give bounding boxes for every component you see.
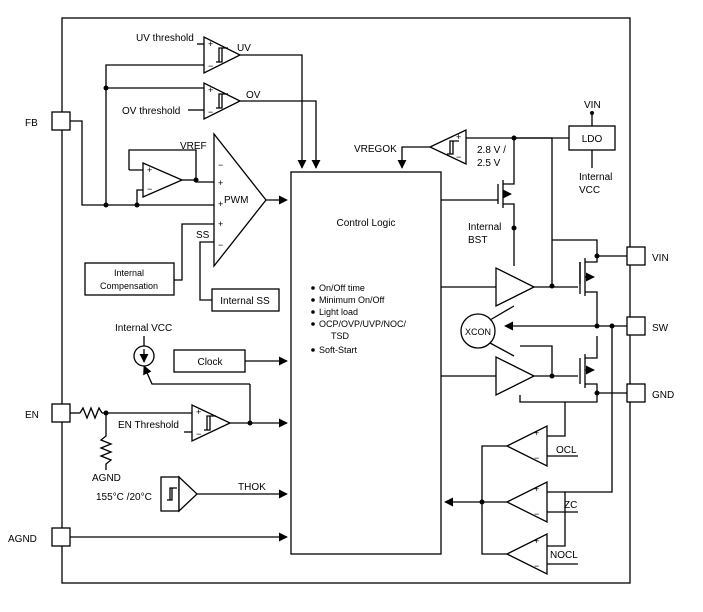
vin-top-label: VIN	[584, 100, 601, 111]
vregok-comparator: + −	[428, 128, 467, 166]
thok-label: THOK	[238, 482, 266, 493]
feature-item: Soft-Start	[319, 345, 358, 355]
svg-text:−: −	[208, 61, 213, 71]
en-comparator: + −	[191, 403, 232, 443]
xcon-block	[460, 313, 496, 349]
svg-text:−: −	[218, 240, 223, 250]
chip-outline	[61, 17, 631, 584]
vref-label: VREF	[180, 141, 207, 152]
internal-bst-label-2: BST	[468, 235, 487, 246]
internal-compensation-block	[84, 262, 175, 296]
internal-ss-block	[211, 288, 280, 312]
thermal-comparator	[160, 475, 198, 513]
nocl-comparator: + −	[505, 532, 548, 576]
en-pulldown-resistor	[99, 413, 113, 470]
pin-en: EN	[25, 403, 71, 423]
clock-label: Clock	[197, 357, 223, 368]
svg-text:+: +	[218, 178, 223, 188]
internal-ss-label: Internal SS	[220, 296, 270, 307]
ov-threshold-label: OV threshold	[122, 106, 180, 117]
svg-text:−: −	[534, 453, 539, 463]
vregok-signal	[397, 146, 430, 169]
low-side-driver	[495, 355, 536, 397]
svg-text:+: +	[147, 165, 152, 175]
high-side-fet	[579, 255, 627, 326]
vregok-hi-threshold: 2.8 V /	[477, 145, 506, 156]
ldo-internal-label: Internal	[579, 172, 612, 183]
svg-text:−: −	[456, 152, 461, 162]
svg-text:+: +	[534, 484, 539, 494]
low-side-fet	[579, 336, 627, 394]
error-amplifier: + −	[142, 162, 184, 198]
pwm-label: PWM	[224, 195, 248, 206]
pin-sw-label: SW	[652, 323, 669, 334]
svg-text:+: +	[208, 85, 213, 95]
uv-label: UV	[237, 43, 251, 54]
xcon-label: XCON	[465, 327, 491, 337]
svg-text:−: −	[147, 184, 152, 194]
bst-switch	[441, 178, 515, 228]
en-threshold-label: EN Threshold	[118, 420, 179, 431]
svg-text:−: −	[534, 561, 539, 571]
vregok-label: VREGOK	[354, 144, 397, 155]
svg-text:+: +	[218, 219, 223, 229]
uv-signal	[240, 54, 307, 169]
feature-item: Minimum On/Off	[319, 295, 385, 305]
en-resistor	[79, 406, 103, 420]
svg-text:+: +	[534, 536, 539, 546]
ldo-label: LDO	[582, 134, 603, 145]
pin-gnd: GND	[626, 383, 674, 403]
svg-text:+: +	[534, 428, 539, 438]
internal-compensation-label-1: Internal	[114, 268, 144, 278]
ocl-label: OCL	[556, 445, 577, 456]
svg-text:+: +	[196, 407, 201, 417]
ldo-vcc-label: VCC	[579, 185, 600, 196]
vregok-lo-threshold: 2.5 V	[477, 158, 501, 169]
svg-text:+: +	[456, 132, 461, 142]
pwm-comparator: − + + + −	[213, 132, 267, 268]
svg-text:−: −	[208, 107, 213, 117]
high-side-driver	[495, 266, 536, 308]
pin-en-label: EN	[25, 410, 39, 421]
ov-signal	[240, 100, 321, 169]
control-logic-block	[290, 171, 442, 555]
internal-vcc-left-label: Internal VCC	[115, 323, 172, 334]
feature-item: On/Off time	[319, 283, 365, 293]
pin-vin: VIN	[626, 246, 669, 266]
svg-text:−: −	[534, 509, 539, 519]
pin-fb-label: FB	[25, 118, 38, 129]
feature-item: TSD	[331, 331, 350, 341]
svg-text:+: +	[208, 39, 213, 49]
feature-list: On/Off time Minimum On/Off Light load OC…	[311, 283, 407, 355]
ocl-comparator: + −	[505, 424, 548, 468]
feature-item: Light load	[319, 307, 358, 317]
internal-compensation-label-2: Compensation	[100, 281, 158, 291]
agnd-en-label: AGND	[92, 473, 121, 484]
pin-vin-label: VIN	[652, 253, 669, 264]
zc-label: ZC	[564, 500, 577, 511]
pin-sw: SW	[626, 316, 669, 336]
ov-comparator: + −	[203, 81, 242, 121]
nocl-label: NOCL	[550, 550, 578, 561]
ov-label: OV	[246, 90, 261, 101]
pin-gnd-label: GND	[652, 390, 674, 401]
svg-text:−: −	[218, 160, 223, 170]
fb-trace	[70, 120, 214, 206]
svg-text:−: −	[196, 429, 201, 439]
control-logic-title: Control Logic	[337, 218, 396, 229]
uv-comparator: + −	[203, 35, 242, 75]
pin-fb: FB	[25, 111, 71, 131]
temp-threshold-label: 155°C /20°C	[96, 492, 152, 503]
feature-item: OCP/OVP/UVP/NOC/	[319, 319, 407, 329]
zc-comparator: + −	[505, 480, 548, 524]
svg-text:+: +	[218, 199, 223, 209]
internal-bst-label-1: Internal	[468, 222, 501, 233]
pin-agnd-label: AGND	[8, 534, 37, 545]
uv-threshold-label: UV threshold	[136, 33, 194, 44]
pin-agnd: AGND	[8, 527, 71, 547]
ss-label: SS	[196, 230, 210, 241]
